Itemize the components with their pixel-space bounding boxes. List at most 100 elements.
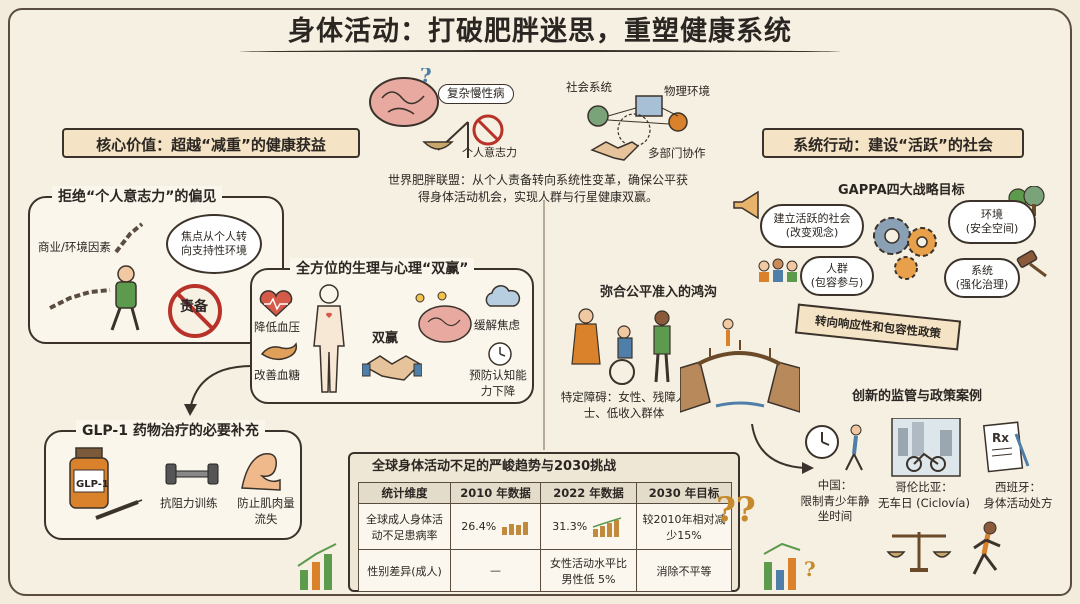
megaphone-icon (733, 190, 759, 220)
svg-text:?: ? (420, 68, 432, 87)
page-title: 身体活动：打破肥胖迷思，重塑健康系统 (288, 16, 792, 47)
chains-icon (49, 222, 144, 331)
table-row: 全球成人身体活动不足患病率 26.4% 31.3% 较2010年相对减少15% (358, 503, 732, 550)
case-spain: 西班牙： 身体活动处方 (976, 480, 1060, 511)
divider-line (543, 200, 545, 450)
rising-bars-right-icon: ? (763, 542, 816, 590)
svg-text:?: ? (804, 557, 816, 581)
no-blame-sign-icon (168, 284, 222, 338)
handshake-icon (590, 141, 640, 161)
people-barriers-icon (571, 308, 671, 385)
table-cell: 26.4% (450, 503, 541, 550)
pancreas-icon (260, 342, 298, 361)
right-section-ribbon: 系统行动：建设“活跃”的社会 (746, 128, 1040, 162)
focus-shift-bubble: 焦点从个人转向支持性环境 (166, 214, 262, 274)
double-win-panel (250, 268, 534, 404)
left-section-ribbon: 核心价值：超越“减重”的健康获益 (46, 128, 376, 162)
gappa-title: GAPPA四大战略目标 (838, 183, 965, 198)
willpower-panel-title: 拒绝“个人意志力”的偏见 (52, 186, 223, 206)
blame-sign-label: 责备 (180, 299, 208, 315)
goal-active-society: 建立活跃的社会(改变观念) (760, 204, 864, 248)
case-text: 身体活动处方 (983, 495, 1053, 510)
individual-will-label: 个人意志力 (462, 146, 517, 159)
rising-mini-bars-icon (592, 516, 621, 537)
gears-icon (873, 217, 937, 280)
goal-environment: 环境(安全空间) (948, 200, 1036, 244)
scale-icon (422, 114, 504, 158)
dumbbell-icon (165, 463, 219, 485)
network-icon (587, 95, 688, 147)
bridge-gap-icon (680, 318, 800, 413)
goal-label: 人群 (826, 261, 848, 275)
innovation-title: 创新的监管与政策案例 (852, 389, 983, 404)
brain-icon: ? (369, 68, 439, 127)
clock-sitting-icon (805, 424, 863, 471)
goal-label: 系统 (971, 263, 993, 277)
curved-arrow-icon (184, 365, 253, 416)
body-outline-icon (313, 284, 345, 393)
balance-scale-icon (886, 532, 952, 572)
physical-env-label: 物理环境 (664, 84, 710, 98)
clock-icon (488, 342, 512, 366)
handshake-winwin-icon (362, 355, 422, 381)
case-country: 西班牙： (995, 480, 1041, 494)
arrow-to-cases-icon (751, 423, 814, 474)
goal-sub: (包容参与) (810, 276, 864, 289)
crowd-icon (758, 258, 798, 282)
lower-bp-label: 降低血压 (254, 320, 300, 334)
cloud-icon (485, 285, 521, 307)
case-china: 中国： 限制青少年静坐时间 (800, 478, 870, 525)
case-text: 限制青少年静坐时间 (800, 493, 870, 524)
multi-dept-label: 多部门协作 (648, 146, 706, 160)
title-underline (240, 50, 840, 54)
svg-text:Rx: Rx (992, 431, 1009, 445)
table-cell-value: 26.4% (461, 519, 497, 533)
goal-sub: (安全空间) (965, 222, 1019, 235)
goal-system: 系统(强化治理) (944, 258, 1020, 298)
goal-people: 人群(包容参与) (800, 256, 874, 296)
brain-happy-icon (415, 291, 472, 343)
table-cell: 性别差异(成人) (358, 549, 451, 592)
case-text: 无车日 (Ciclovía) (878, 495, 970, 510)
win-win-label: 双赢 (372, 331, 399, 346)
table-row: 性别差异(成人) — 女性活动水平比男性低 5% 消除不平等 (358, 549, 732, 592)
commercial-env-label: 商业/环境因素 (38, 240, 111, 254)
prescription-icon: Rx (982, 421, 1030, 473)
relieve-anxiety-label: 缓解焦虑 (474, 318, 520, 332)
bottle-label: GLP-1 (76, 479, 109, 490)
gavel-icon (1016, 250, 1047, 278)
social-system-label: 社会系统 (566, 80, 612, 94)
table-cell: 全球成人身体活动不足患病率 (358, 503, 451, 550)
goal-sub: (强化治理) (955, 278, 1009, 291)
barriers-label: 特定障碍：女性、残障人士、低收入群体 (560, 390, 688, 420)
alliance-statement: 世界肥胖联盟：从个人责备转向系统性变革，确保公平获得身体活动机会，实现人群与行星… (388, 173, 689, 205)
table-header-2010: 2010 年数据 (450, 482, 541, 504)
glp1-panel-title: GLP-1 药物治疗的必要补充 (76, 420, 265, 440)
runner-icon (972, 521, 1001, 575)
question-mark-icon: ?? (716, 490, 756, 530)
heart-icon (259, 290, 293, 318)
flexed-arm-icon (241, 453, 281, 491)
table-header-2022: 2022 年数据 (540, 482, 637, 504)
table-cell: 消除不平等 (636, 549, 732, 592)
equity-title: 弥合公平准入的鸿沟 (600, 285, 718, 300)
trend-table-title: 全球身体活动不足的严峻趋势与2030挑战 (372, 459, 617, 474)
complex-disease-label: 复杂慢性病 (438, 84, 514, 104)
policy-flag-label: 转向响应性和包容性政策 (814, 313, 942, 341)
city-bike-icon (891, 418, 961, 477)
table-cell: 较2010年相对减少15% (636, 503, 732, 550)
prevent-muscle-loss-label: 防止肌肉量流失 (237, 496, 295, 526)
table-header-row: 统计维度 2010 年数据 2022 年数据 2030 年目标 (358, 482, 732, 504)
goal-label: 建立活跃的社会 (773, 211, 851, 225)
table-header-dimension: 统计维度 (358, 482, 451, 504)
trees-icon (1008, 186, 1045, 216)
improve-glucose-label: 改善血糖 (254, 368, 300, 382)
table-cell-value: 31.3% (552, 519, 588, 533)
double-win-panel-title: 全方位的生理与心理“双赢” (290, 258, 475, 278)
trend-table: 统计维度 2010 年数据 2022 年数据 2030 年目标 全球成人身体活动… (358, 482, 732, 592)
table-cell: 31.3% (540, 503, 637, 550)
goal-sub: (改变观念) (785, 226, 839, 239)
prevent-decline-label: 预防认知能力下降 (469, 368, 527, 398)
mini-bars-icon (501, 521, 528, 535)
case-colombia: 哥伦比亚： 无车日 (Ciclovía) (872, 480, 976, 511)
